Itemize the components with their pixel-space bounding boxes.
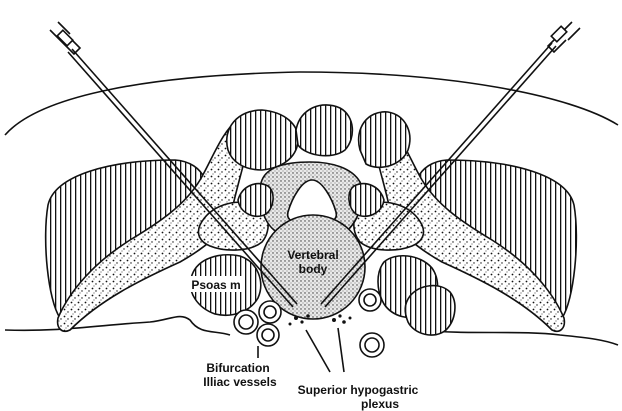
left-upper-muscle [227, 110, 298, 170]
vertebral-body-label-line2: body [299, 262, 328, 276]
right-lower-muscle [405, 286, 455, 335]
plexus-leader-right [338, 328, 344, 372]
bifurcation-label-line1: Bifurcation [206, 361, 269, 375]
right-iliac-vessels [359, 289, 384, 357]
plexus-label-line1: Superior hypogastric [298, 383, 419, 397]
bifurcation-label-line2: Illiac vessels [203, 375, 277, 389]
right-upper-muscle [359, 112, 410, 167]
left-mid-muscle [238, 184, 273, 217]
body-outline-lower [5, 317, 230, 335]
center-upper-muscle [296, 105, 352, 156]
body-outline-lower-right [420, 330, 618, 345]
plexus-leader-left [306, 330, 330, 372]
plexus-label-line2: plexus [361, 397, 399, 411]
right-mid-muscle [349, 184, 384, 217]
vertebral-body-label-line1: Vertebral [287, 248, 338, 262]
psoas-label: Psoas m [191, 278, 240, 292]
